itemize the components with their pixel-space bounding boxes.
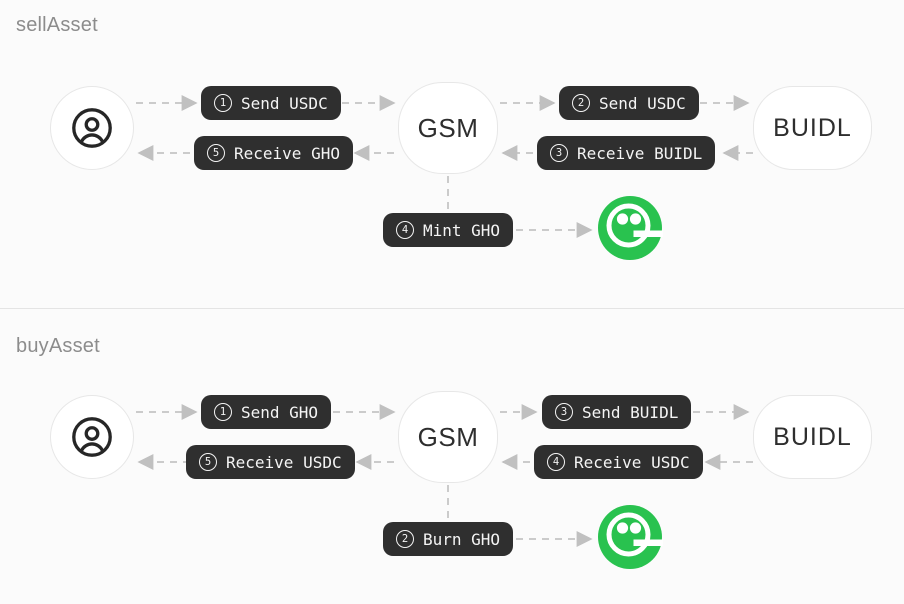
step-pill-send-gho-1: 1 Send GHO xyxy=(201,395,332,429)
gho-token-icon xyxy=(597,504,663,570)
step-label: Receive USDC xyxy=(574,452,690,472)
step-number-badge: 1 xyxy=(214,94,232,112)
step-label: Send USDC xyxy=(241,93,328,113)
buidl-node: BUIDL xyxy=(753,395,872,479)
step-number-badge: 5 xyxy=(199,453,217,471)
section-sellasset: sellAsset GS xyxy=(0,14,904,309)
step-label: Send USDC xyxy=(599,93,686,113)
buidl-label: BUIDL xyxy=(773,113,852,142)
user-circle-icon xyxy=(72,417,112,457)
gsm-node: GSM xyxy=(398,82,498,174)
section-title-buyasset: buyAsset xyxy=(16,335,100,357)
step-label: Receive USDC xyxy=(226,452,342,472)
user-node xyxy=(50,395,134,479)
buidl-label: BUIDL xyxy=(773,422,852,451)
step-number-badge: 5 xyxy=(207,144,225,162)
step-number-badge: 2 xyxy=(396,530,414,548)
step-label: Mint GHO xyxy=(423,220,501,240)
gho-token-icon xyxy=(597,195,663,261)
step-number-badge: 3 xyxy=(550,144,568,162)
step-pill-send-buidl-3: 3 Send BUIDL xyxy=(542,395,692,429)
step-number-badge: 2 xyxy=(572,94,590,112)
buidl-node: BUIDL xyxy=(753,86,872,170)
user-circle-icon xyxy=(72,108,112,148)
step-label: Send GHO xyxy=(241,402,319,422)
step-number-badge: 4 xyxy=(396,221,414,239)
gsm-node: GSM xyxy=(398,391,498,483)
section-title-sellasset: sellAsset xyxy=(16,14,98,36)
step-number-badge: 3 xyxy=(555,403,573,421)
step-pill-receive-usdc-5: 5 Receive USDC xyxy=(186,445,355,479)
step-pill-mint-gho-4: 4 Mint GHO xyxy=(383,213,514,247)
user-node xyxy=(50,86,134,170)
step-pill-burn-gho-2: 2 Burn GHO xyxy=(383,522,514,556)
step-number-badge: 1 xyxy=(214,403,232,421)
step-pill-send-usdc-1: 1 Send USDC xyxy=(201,86,341,120)
step-label: Burn GHO xyxy=(423,529,501,549)
step-pill-receive-buidl-3: 3 Receive BUIDL xyxy=(537,136,716,170)
step-pill-send-usdc-2: 2 Send USDC xyxy=(559,86,699,120)
step-pill-receive-gho-5: 5 Receive GHO xyxy=(194,136,353,170)
gsm-label: GSM xyxy=(417,421,479,452)
gsm-label: GSM xyxy=(417,112,479,143)
step-label: Receive GHO xyxy=(234,143,340,163)
section-buyasset: buyAsset GSM BUIDL 1 xyxy=(0,309,904,604)
step-pill-receive-usdc-4: 4 Receive USDC xyxy=(534,445,703,479)
step-label: Send BUIDL xyxy=(582,402,679,422)
step-label: Receive BUIDL xyxy=(577,143,703,163)
step-number-badge: 4 xyxy=(547,453,565,471)
